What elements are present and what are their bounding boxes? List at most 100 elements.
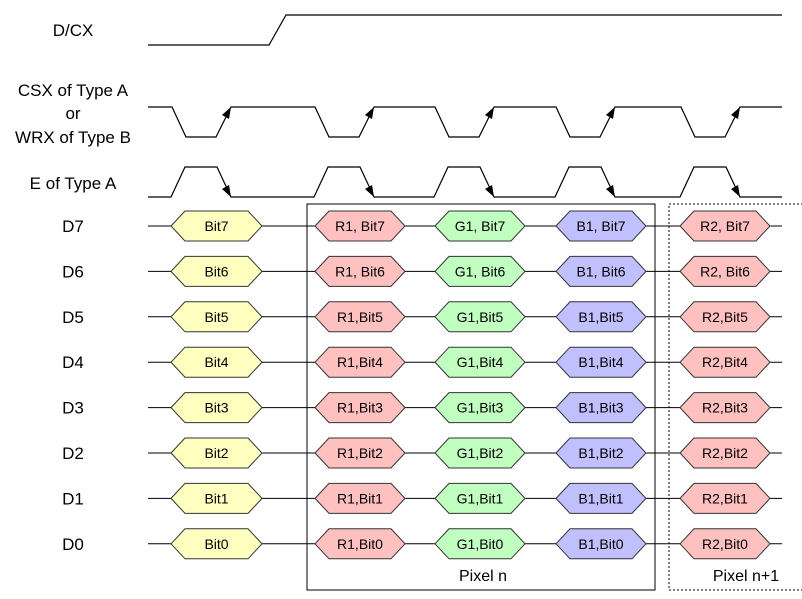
falling-edge-arrow-icon [606,185,615,197]
data-cell [679,528,771,560]
rising-edge-arrow-icon [365,107,374,119]
data-cell-label: B1, Bit7 [576,218,625,234]
data-cell [170,210,263,242]
data-cell-label: R2,Bit3 [702,400,748,416]
data-cell [434,392,526,424]
data-cell [679,392,771,424]
falling-edge-arrow-icon [222,185,231,197]
data-cell-label: R1,Bit3 [337,400,383,416]
pixel-n1-label: Pixel n+1 [713,568,779,585]
data-cell-label: G1, Bit7 [455,218,506,234]
data-cell [555,482,647,514]
data-cell-label: R1, Bit6 [335,263,385,279]
rising-edge-arrow-icon [606,107,615,119]
data-cell-label: R2,Bit2 [702,445,748,461]
data-cell [679,255,771,287]
data-cell [314,482,406,514]
data-line-label: D4 [62,353,84,372]
data-cell-label: R2,Bit1 [702,490,748,506]
rising-edge-arrow-icon [222,107,231,119]
rising-edge-arrow-icon [731,107,740,119]
data-cell [434,482,526,514]
data-cell [555,346,647,378]
data-cell [170,392,263,424]
csx-waveform [148,106,782,138]
data-cell-label: G1, Bit6 [455,263,506,279]
data-cell-label: G1,Bit4 [457,354,504,370]
data-cell-label: R2, Bit6 [700,263,750,279]
data-cell-label: R1,Bit2 [337,445,383,461]
data-line-d2: D2 Bit2 R1,Bit2 G1,Bit2 B1,Bit2 R2,Bit2 [62,437,782,469]
data-cell [314,255,406,287]
data-cell [170,528,263,560]
pixel-n-label: Pixel n [459,568,507,585]
data-cell [170,301,263,333]
data-line-label: D6 [62,262,84,281]
csx-label-line3: WRX of Type B [15,128,131,147]
data-cell-label: Bit1 [204,490,228,506]
e-waveform [148,166,782,198]
data-cell-label: Bit5 [204,309,228,325]
data-cell-label: Bit3 [204,400,228,416]
data-cell-label: R1,Bit5 [337,309,383,325]
data-cell-label: B1,Bit0 [578,536,623,552]
data-cell [679,482,771,514]
data-cell-label: R1,Bit0 [337,536,383,552]
data-cell-label: R1, Bit7 [335,218,385,234]
data-cell-label: R2,Bit0 [702,536,748,552]
data-cell-label: B1,Bit1 [578,490,623,506]
data-line-label: D2 [62,444,84,463]
data-cell [555,210,647,242]
data-cell-label: B1,Bit2 [578,445,623,461]
data-cell [434,210,526,242]
data-cell [555,301,647,333]
data-cell [679,210,771,242]
dcx-waveform [148,14,782,46]
data-cell-label: G1,Bit5 [457,309,504,325]
data-cell-label: B1, Bit6 [576,263,625,279]
dcx-label: D/CX [53,21,94,40]
data-cell [434,255,526,287]
data-cell [314,210,406,242]
data-cell [555,528,647,560]
pixel-n1-box [668,203,802,591]
data-cell-label: B1,Bit3 [578,400,623,416]
data-line-label: D1 [62,489,84,508]
data-cell [679,301,771,333]
data-cell [170,437,263,469]
data-cell-label: B1,Bit4 [578,354,623,370]
data-line-d3: D3 Bit3 R1,Bit3 G1,Bit3 B1,Bit3 R2,Bit3 [62,392,782,424]
data-cell [314,346,406,378]
data-line-d4: D4 Bit4 R1,Bit4 G1,Bit4 B1,Bit4 R2,Bit4 [62,346,782,378]
data-cell [434,301,526,333]
data-cell [679,437,771,469]
data-cell-label: G1,Bit0 [457,536,504,552]
data-cell-label: R2,Bit4 [702,354,748,370]
data-cell [314,437,406,469]
data-cell-label: Bit2 [204,445,228,461]
falling-edge-arrow-icon [365,185,374,197]
data-cell [314,301,406,333]
data-cell [679,346,771,378]
data-line-label: D3 [62,399,84,418]
data-cell [555,392,647,424]
data-cell-label: G1,Bit3 [457,400,504,416]
data-cell-label: Bit4 [204,354,228,370]
data-cell-label: R1,Bit4 [337,354,383,370]
data-cell [434,346,526,378]
data-cell [170,482,263,514]
data-cell [555,437,647,469]
e-label: E of Type A [30,174,117,193]
falling-edge-arrow-icon [485,185,494,197]
data-cell [434,528,526,560]
data-line-label: D5 [62,308,84,327]
data-cell [314,392,406,424]
data-cell-label: Bit7 [204,218,228,234]
data-cell-label: G1,Bit2 [457,445,504,461]
